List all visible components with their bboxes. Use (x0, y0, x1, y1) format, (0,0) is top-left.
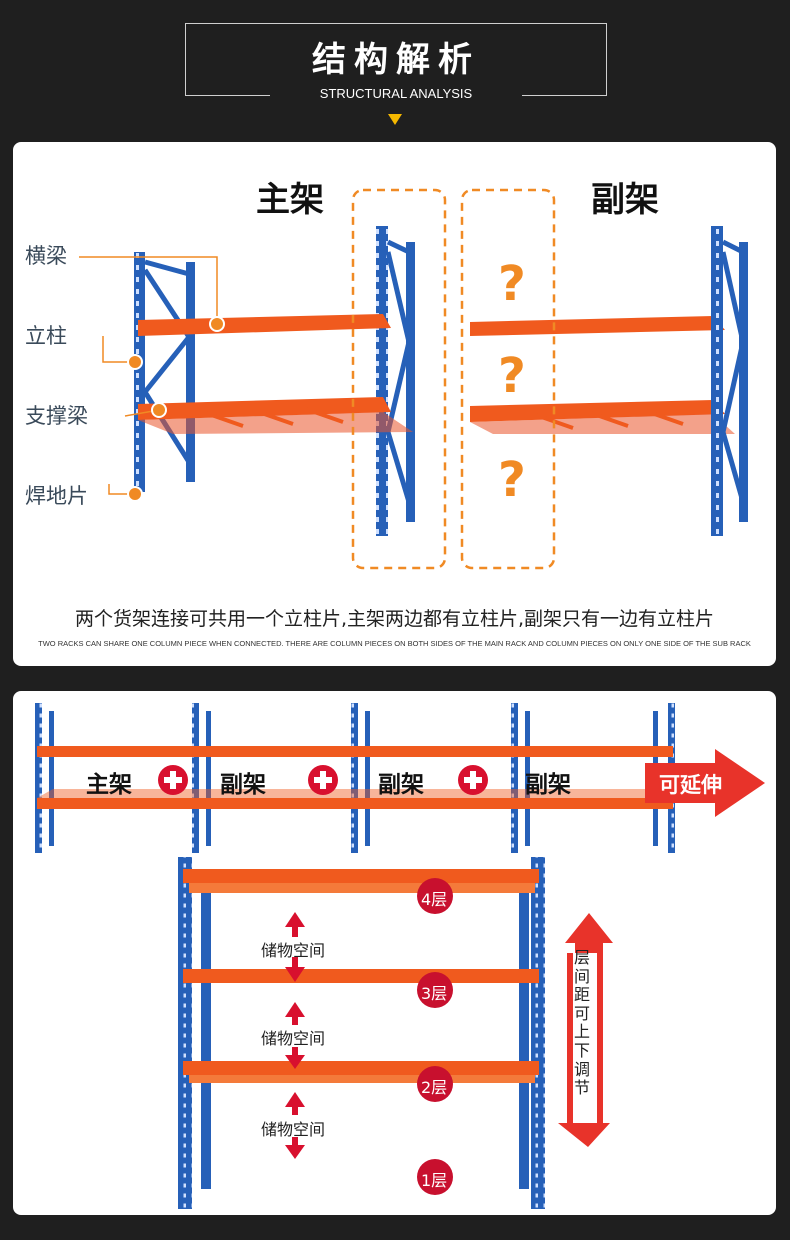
storage-label-2: 储物空间 (261, 1029, 326, 1048)
page-subtitle: STRUCTURAL ANALYSIS (319, 86, 473, 101)
layered-rack (178, 857, 545, 1209)
header-frame (185, 23, 607, 96)
label-support-beam: 支撑梁 (25, 404, 88, 428)
layer-badge-3 (417, 972, 453, 1008)
layer-label-3: 3层 (421, 984, 448, 1003)
rack-label-main: 主架 (86, 772, 132, 798)
page-title: 结构解析 (312, 40, 480, 80)
rack-label-sub-1: 副架 (220, 772, 266, 798)
header-underline-left (185, 95, 270, 96)
missing-column-highlight (460, 188, 556, 570)
label-crossbeam: 横梁 (25, 244, 67, 268)
extension-card: 主架 副架 副架 副架 可延伸 储物空间 储物空间 储物空间 4层 3层 2层 … (13, 691, 776, 1215)
shared-column-highlight (351, 188, 447, 570)
layer-badge-1 (417, 1159, 453, 1195)
rack-extension-illustration (35, 703, 765, 1209)
extend-label: 可延伸 (659, 773, 722, 797)
plus-icon-3 (458, 765, 488, 795)
main-rack-right-frame (376, 226, 415, 536)
layer-label-2: 2层 (421, 1078, 448, 1097)
question-mark-2: ? (498, 348, 526, 404)
adjust-arrow-icon (558, 913, 613, 1147)
chevron-down-icon (388, 114, 402, 125)
rack-label-sub-2: 副架 (378, 772, 424, 798)
storage-label-1: 储物空间 (261, 941, 326, 960)
sub-rack-beams (470, 316, 735, 434)
label-footplate: 焊地片 (25, 484, 88, 508)
rack-row (35, 703, 693, 853)
structure-card: ? ? ? 主架 副架 横梁 立柱 支撑梁 焊地片 两个货架连接可共用一个立柱片… (13, 142, 776, 666)
layer-badge-2 (417, 1066, 453, 1102)
main-rack-left-frame (134, 252, 195, 492)
layer-label-1: 1层 (421, 1171, 448, 1190)
rack-structure-illustration: ? ? ? (79, 188, 748, 570)
double-arrow-icon-3 (285, 1092, 305, 1159)
double-arrow-icon-2 (285, 1002, 305, 1069)
main-rack-title: 主架 (256, 180, 324, 220)
plus-icon-2 (308, 765, 338, 795)
main-rack-beams (138, 314, 413, 434)
double-arrow-icon-1 (285, 912, 305, 982)
rack-label-sub-3: 副架 (525, 772, 571, 798)
layer-badge-4 (417, 878, 453, 914)
structure-caption: 两个货架连接可共用一个立柱片,主架两边都有立柱片,副架只有一边有立柱片 (74, 608, 715, 630)
label-column: 立柱 (25, 324, 67, 348)
plus-icon-1 (158, 765, 188, 795)
adjust-label: 层间距可上下调节 (573, 948, 590, 1098)
header-underline-right (522, 95, 607, 96)
question-mark-1: ? (498, 256, 526, 312)
sub-rack-right-frame (711, 226, 748, 536)
layer-label-4: 4层 (421, 890, 448, 909)
storage-label-3: 储物空间 (261, 1120, 326, 1139)
question-mark-3: ? (498, 452, 526, 508)
structure-caption-en: TWO RACKS CAN SHARE ONE COLUMN PIECE WHE… (38, 639, 751, 648)
sub-rack-title: 副架 (591, 180, 659, 220)
extend-arrow-icon (645, 749, 765, 817)
